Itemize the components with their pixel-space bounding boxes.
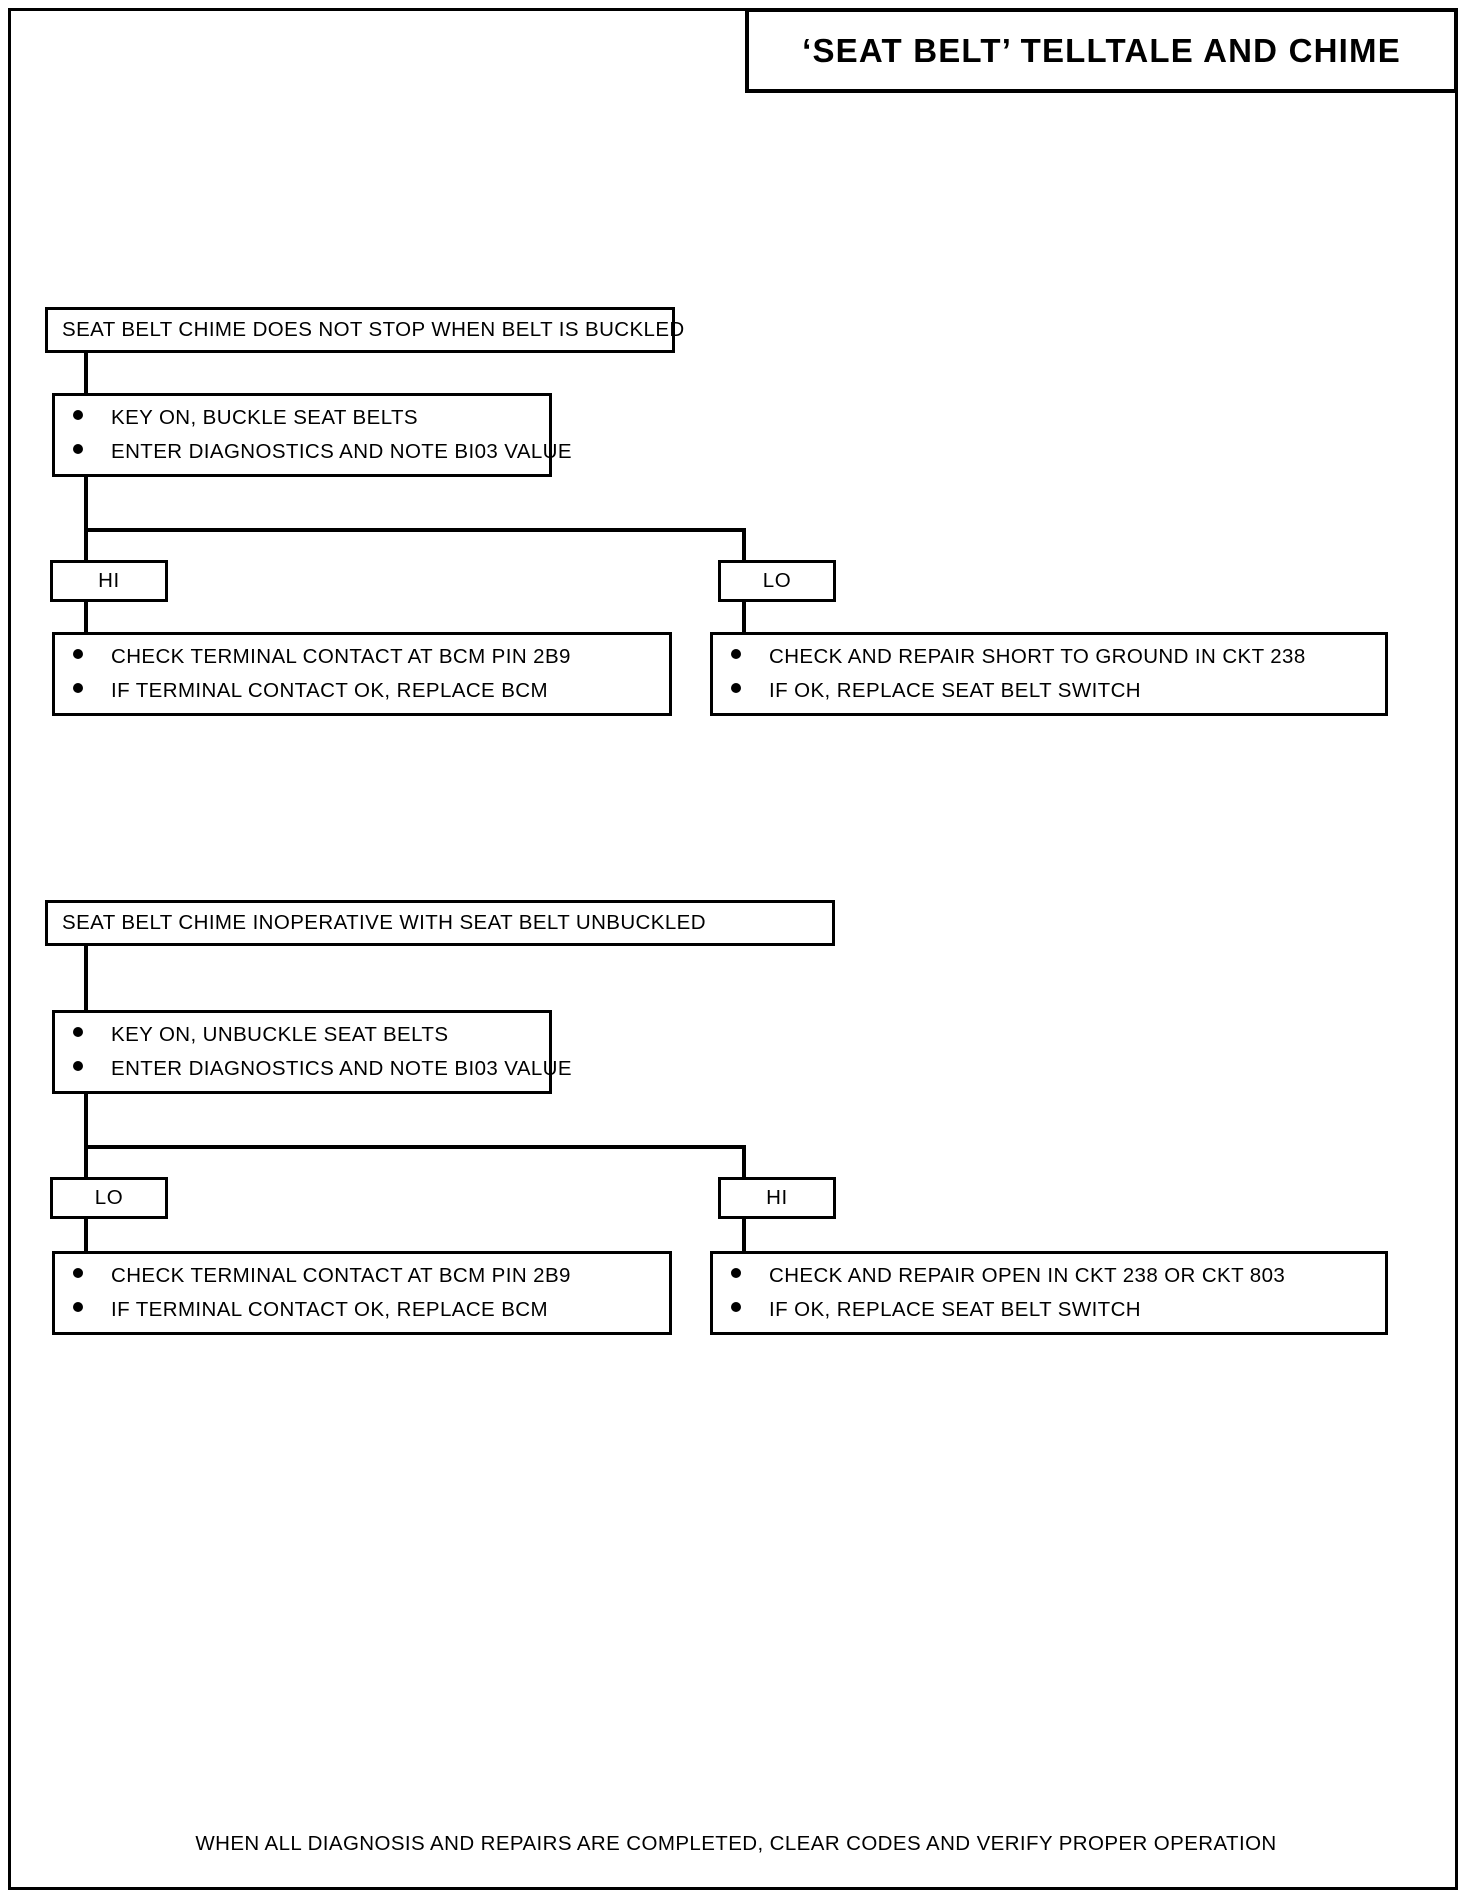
flow2-branch-left-label: LO xyxy=(94,1186,124,1209)
flow2-connector-lo-to-result xyxy=(84,1219,88,1253)
bullet-item: IF TERMINAL CONTACT OK, REPLACE BCM xyxy=(73,1298,659,1322)
page-title-banner: ‘SEAT BELT’ TELLTALE AND CHIME xyxy=(745,8,1458,93)
flow1-branch-left-label: HI xyxy=(98,569,120,592)
flow2-action-box: KEY ON, UNBUCKLE SEAT BELTS ENTER DIAGNO… xyxy=(52,1010,572,1094)
bullet-dot-icon xyxy=(73,410,83,421)
flow2-result-left-bullet-2: IF TERMINAL CONTACT OK, REPLACE BCM xyxy=(111,1298,548,1321)
page-border xyxy=(8,8,1458,1890)
bullet-dot-icon xyxy=(73,444,83,454)
bullet-dot-icon xyxy=(73,1027,83,1038)
bullet-item: KEY ON, UNBUCKLE SEAT BELTS xyxy=(73,1023,539,1047)
flow1-action-bullet-1: KEY ON, BUCKLE SEAT BELTS xyxy=(111,406,418,430)
flow1-branch-drop-left xyxy=(84,528,88,563)
bullet-dot-icon xyxy=(73,683,83,693)
flow1-problem-box: SEAT BELT CHIME DOES NOT STOP WHEN BELT … xyxy=(45,307,684,353)
bullet-item: ENTER DIAGNOSTICS AND NOTE BI03 VALUE xyxy=(73,1057,572,1081)
flow2-action-bullet-2: ENTER DIAGNOSTICS AND NOTE BI03 VALUE xyxy=(111,1057,572,1080)
flow2-branch-label-hi: HI xyxy=(718,1177,836,1219)
bullet-item: IF OK, REPLACE SEAT BELT SWITCH xyxy=(731,1298,1375,1322)
bullet-item: ENTER DIAGNOSTICS AND NOTE BI03 VALUE xyxy=(73,440,572,464)
flow1-problem-text: SEAT BELT CHIME DOES NOT STOP WHEN BELT … xyxy=(62,317,685,341)
flow1-connector-lo-to-result xyxy=(742,602,746,634)
flow2-result-right-bullet-1: CHECK AND REPAIR OPEN IN CKT 238 OR CKT … xyxy=(769,1264,1286,1288)
bullet-item: IF OK, REPLACE SEAT BELT SWITCH xyxy=(731,679,1375,703)
flow1-connector-hi-to-result xyxy=(84,602,88,634)
flow2-problem-text: SEAT BELT CHIME INOPERATIVE WITH SEAT BE… xyxy=(62,910,706,934)
flow2-problem-box: SEAT BELT CHIME INOPERATIVE WITH SEAT BE… xyxy=(45,900,835,946)
flow1-result-right-bullet-2: IF OK, REPLACE SEAT BELT SWITCH xyxy=(769,679,1141,702)
flow2-action-bullet-1: KEY ON, UNBUCKLE SEAT BELTS xyxy=(111,1023,449,1047)
flow2-branch-drop-right xyxy=(742,1145,746,1180)
bullet-item: CHECK TERMINAL CONTACT AT BCM PIN 2B9 xyxy=(73,1264,659,1288)
flow1-action-box: KEY ON, BUCKLE SEAT BELTS ENTER DIAGNOST… xyxy=(52,393,572,477)
flow1-result-left-bullet-1: CHECK TERMINAL CONTACT AT BCM PIN 2B9 xyxy=(111,645,571,669)
footer-note: WHEN ALL DIAGNOSIS AND REPAIRS ARE COMPL… xyxy=(195,1832,1277,1855)
flow1-result-right-bullet-1: CHECK AND REPAIR SHORT TO GROUND IN CKT … xyxy=(769,645,1306,669)
flow2-connector-hi-to-result xyxy=(742,1219,746,1253)
page-title: ‘SEAT BELT’ TELLTALE AND CHIME xyxy=(802,31,1401,69)
flow1-result-left-bullet-2: IF TERMINAL CONTACT OK, REPLACE BCM xyxy=(111,679,548,702)
flow1-branch-drop-right xyxy=(742,528,746,563)
flow2-result-left-bullet-1: CHECK TERMINAL CONTACT AT BCM PIN 2B9 xyxy=(111,1264,571,1288)
bullet-dot-icon xyxy=(73,1268,83,1279)
flow1-branch-split-bar xyxy=(84,528,746,532)
flow1-action-bullet-2: ENTER DIAGNOSTICS AND NOTE BI03 VALUE xyxy=(111,440,572,463)
flow2-branch-label-lo: LO xyxy=(50,1177,168,1219)
flow1-result-right-box: CHECK AND REPAIR SHORT TO GROUND IN CKT … xyxy=(710,632,1388,716)
flow2-branch-split-bar xyxy=(84,1145,746,1149)
bullet-dot-icon xyxy=(731,1302,741,1312)
flow2-branch-trunk xyxy=(84,1094,88,1149)
bullet-dot-icon xyxy=(731,683,741,693)
bullet-item: CHECK AND REPAIR OPEN IN CKT 238 OR CKT … xyxy=(731,1264,1375,1288)
flow1-connector-problem-to-action xyxy=(84,353,88,393)
bullet-item: CHECK AND REPAIR SHORT TO GROUND IN CKT … xyxy=(731,645,1375,669)
bullet-dot-icon xyxy=(731,1268,741,1279)
bullet-item: IF TERMINAL CONTACT OK, REPLACE BCM xyxy=(73,679,659,703)
flow1-branch-label-hi: HI xyxy=(50,560,168,602)
flow2-branch-right-label: HI xyxy=(766,1186,788,1209)
flow1-branch-trunk xyxy=(84,477,88,532)
flow2-branch-drop-left xyxy=(84,1145,88,1180)
flow1-branch-right-label: LO xyxy=(762,569,792,592)
flow1-result-left-box: CHECK TERMINAL CONTACT AT BCM PIN 2B9 IF… xyxy=(52,632,672,716)
bullet-item: KEY ON, BUCKLE SEAT BELTS xyxy=(73,406,539,430)
flow1-branch-label-lo: LO xyxy=(718,560,836,602)
flow2-connector-problem-to-action xyxy=(84,946,88,1014)
flow2-result-right-box: CHECK AND REPAIR OPEN IN CKT 238 OR CKT … xyxy=(710,1251,1388,1335)
flow2-result-left-box: CHECK TERMINAL CONTACT AT BCM PIN 2B9 IF… xyxy=(52,1251,672,1335)
bullet-dot-icon xyxy=(731,649,741,660)
bullet-item: CHECK TERMINAL CONTACT AT BCM PIN 2B9 xyxy=(73,645,659,669)
flow2-result-right-bullet-2: IF OK, REPLACE SEAT BELT SWITCH xyxy=(769,1298,1141,1321)
bullet-dot-icon xyxy=(73,649,83,660)
bullet-dot-icon xyxy=(73,1061,83,1071)
bullet-dot-icon xyxy=(73,1302,83,1312)
